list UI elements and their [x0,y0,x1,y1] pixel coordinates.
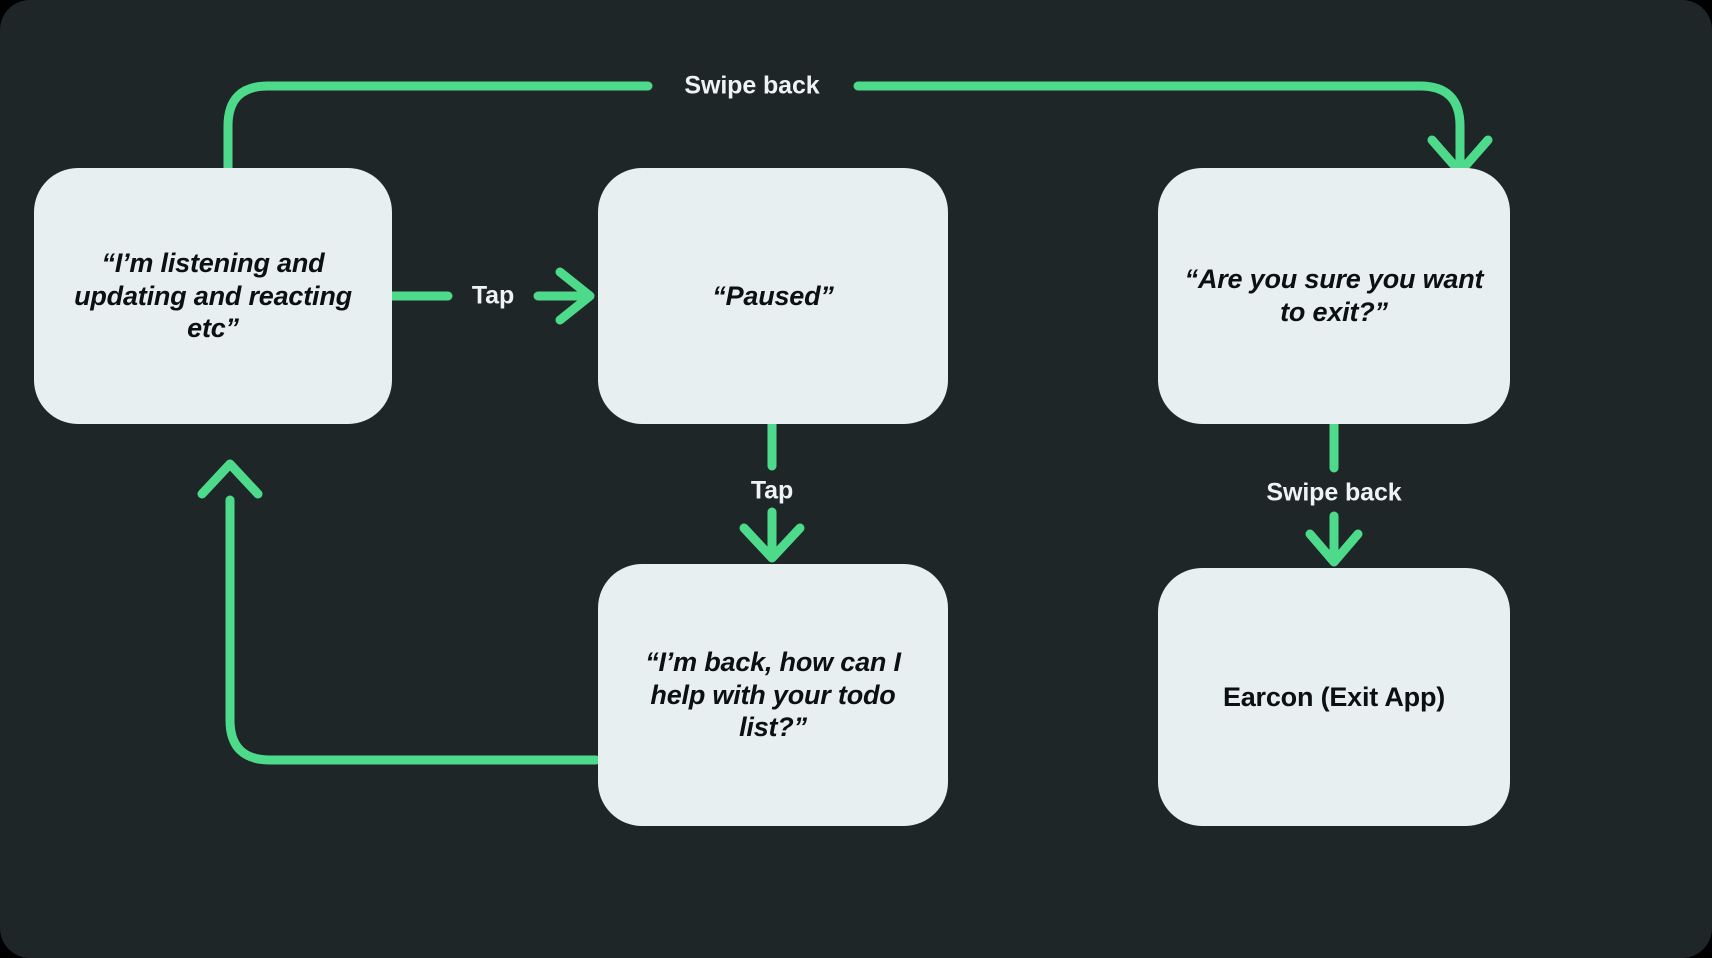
edge-label-swipe-back-top: Swipe back [684,71,820,100]
node-earcon-label: Earcon (Exit App) [1222,681,1446,712]
node-listening[interactable]: “I’m listening and updating and reacting… [34,168,392,424]
edge-label-tap-paused-im-back: Tap [750,476,794,505]
node-paused-label: “Paused” [712,280,834,311]
edge-confirm-exit-to-earcon-arrowhead [1305,529,1363,567]
node-im-back-label: “I’m back, how can I help with your todo… [645,646,901,743]
edge-listening-to-confirm-exit-line-right [853,81,1465,171]
node-paused[interactable]: “Paused” [598,168,948,424]
edge-paused-to-im-back-arrowhead [739,523,805,563]
edge-listening-to-paused-arrowhead [555,267,595,325]
edge-label-tap-listening-paused: Tap [471,281,515,310]
node-earcon[interactable]: Earcon (Exit App) [1158,568,1510,826]
node-confirm-exit[interactable]: “Are you sure you want to exit?” [1158,168,1510,424]
node-im-back[interactable]: “I’m back, how can I help with your todo… [598,564,948,826]
edge-label-swipe-back-right: Swipe back [1266,478,1402,507]
node-confirm-exit-label: “Are you sure you want to exit?” [1184,264,1484,327]
edge-im-back-to-listening-arrowhead [197,459,263,499]
edge-im-back-to-listening-line [225,495,601,765]
node-listening-label: “I’m listening and updating and reacting… [74,247,352,344]
